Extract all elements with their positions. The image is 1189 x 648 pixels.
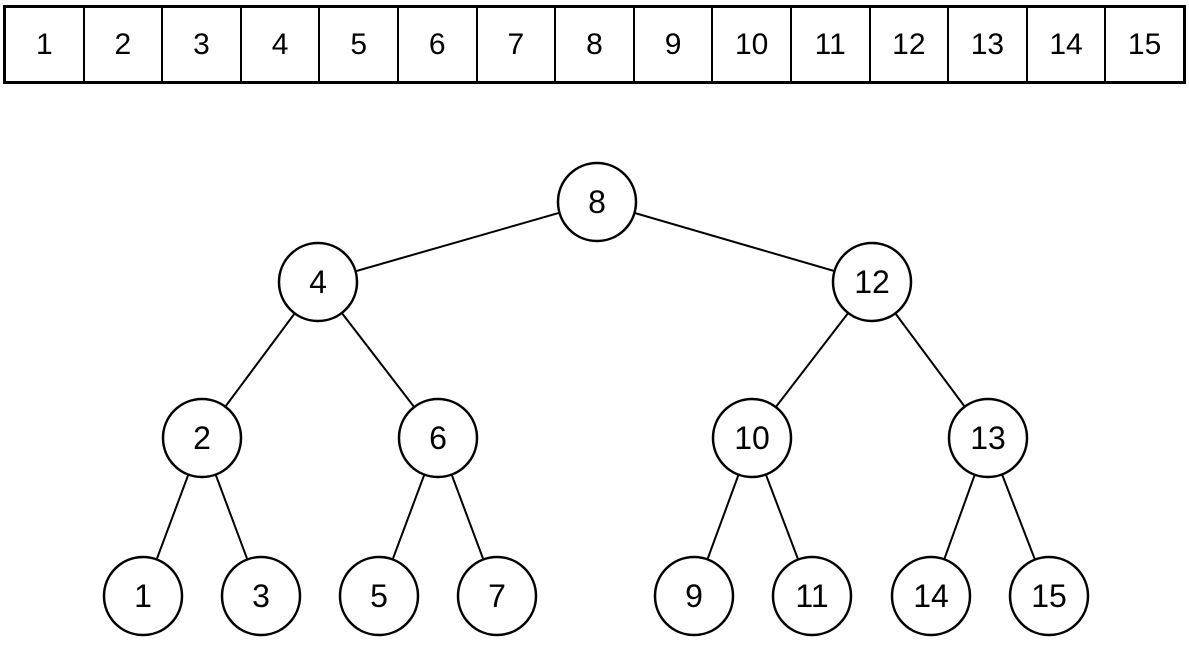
tree-node-2: 2 <box>161 397 243 479</box>
node-circle <box>653 555 735 637</box>
tree-node-10: 10 <box>711 397 793 479</box>
array-cell: 14 <box>1028 8 1107 81</box>
tree-node-7: 7 <box>456 555 538 637</box>
node-label: 11 <box>795 578 828 614</box>
node-circle <box>771 555 853 637</box>
node-label: 5 <box>370 578 388 614</box>
array-cell: 15 <box>1127 27 1162 61</box>
node-circle <box>220 555 302 637</box>
node-circle <box>397 397 479 479</box>
node-label: 3 <box>252 578 270 614</box>
array-cell: 2 <box>85 8 164 81</box>
tree-node-14: 14 <box>890 555 972 637</box>
node-circle <box>161 397 243 479</box>
node-label: 8 <box>588 184 606 220</box>
array-cell: 12 <box>871 8 950 81</box>
node-circle <box>1008 555 1090 637</box>
node-label: 9 <box>685 578 703 614</box>
node-label: 13 <box>970 420 1006 456</box>
array-cell: 13 <box>949 8 1028 81</box>
array-cell: 7 <box>478 8 557 81</box>
node-circle <box>338 555 420 637</box>
tree-nodes: 8 4 12 2 6 10 13 1 <box>102 161 1090 637</box>
array-cell: 3 <box>163 8 242 81</box>
array-cell: 4 <box>242 8 321 81</box>
node-label: 15 <box>1031 578 1067 614</box>
node-label: 6 <box>429 420 447 456</box>
tree-edge-8-4 <box>317 201 598 283</box>
node-label: 2 <box>193 420 211 456</box>
array-cell: 6 <box>399 8 478 81</box>
array: 1 2 3 4 5 6 7 8 9 10 11 12 13 14 15 <box>3 5 1186 84</box>
tree-edges <box>142 201 1050 597</box>
node-label: 1 <box>134 578 152 614</box>
tree-node-8: 8 <box>556 161 638 243</box>
tree-node-15: 15 <box>1008 555 1090 637</box>
node-label: 4 <box>309 264 327 300</box>
node-label: 14 <box>913 578 949 614</box>
tree-node-12: 12 <box>831 241 913 323</box>
node-circle <box>890 555 972 637</box>
tree-node-3: 3 <box>220 555 302 637</box>
node-circle <box>277 241 359 323</box>
array-cell: 11 <box>792 8 871 81</box>
node-circle <box>831 241 913 323</box>
node-label: 12 <box>854 264 890 300</box>
node-circle <box>711 397 793 479</box>
array-cell: 1 <box>6 8 85 81</box>
tree-node-5: 5 <box>338 555 420 637</box>
tree-node-9: 9 <box>653 555 735 637</box>
node-circle <box>556 161 638 243</box>
node-circle <box>102 555 184 637</box>
array-cell: 9 <box>635 8 714 81</box>
tree-node-13: 13 <box>947 397 1029 479</box>
tree-node-11: 11 <box>771 555 853 637</box>
node-circle <box>456 555 538 637</box>
tree-node-6: 6 <box>397 397 479 479</box>
node-circle <box>947 397 1029 479</box>
array-cell: 10 <box>713 8 792 81</box>
array-cell: 5 <box>320 8 399 81</box>
tree-node-4: 4 <box>277 241 359 323</box>
node-label: 7 <box>488 578 506 614</box>
node-label: 10 <box>734 420 770 456</box>
tree-node-1: 1 <box>102 555 184 637</box>
tree-edge-8-12 <box>596 201 873 283</box>
array-cell: 8 <box>556 8 635 81</box>
